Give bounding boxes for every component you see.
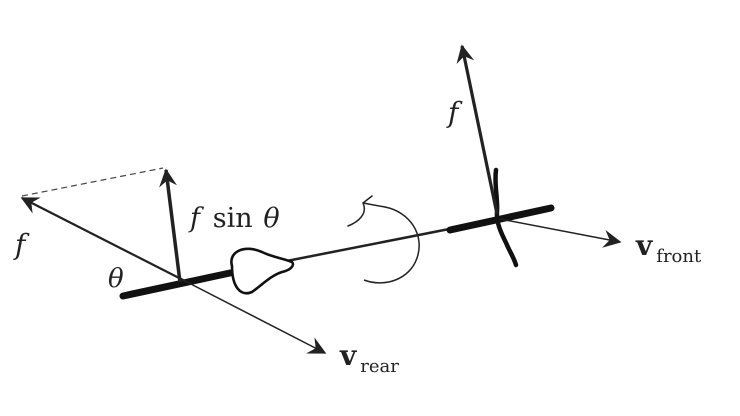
v-rear-symbol: v bbox=[339, 339, 357, 372]
rotation-arc-arrowhead bbox=[347, 195, 386, 227]
f-sin-theta-arrow bbox=[159, 168, 182, 283]
front-fork bbox=[493, 167, 519, 268]
front-force-arrow bbox=[456, 44, 499, 215]
f-sin-theta-sin: sin bbox=[213, 203, 253, 234]
front-force-label: f bbox=[446, 96, 463, 129]
rider-shape bbox=[230, 247, 295, 295]
f-sin-theta-theta: θ bbox=[263, 203, 279, 234]
f-sin-theta-f: f bbox=[188, 203, 204, 234]
angle-theta-label: θ bbox=[108, 264, 124, 294]
rear-force-arrow bbox=[20, 197, 186, 282]
v-front-symbol: v bbox=[635, 229, 653, 262]
rear-wheel bbox=[119, 269, 234, 300]
v-front-arrow bbox=[499, 218, 622, 248]
projection-dashed-line bbox=[21, 167, 164, 197]
v-rear-label: v rear bbox=[339, 339, 399, 377]
v-rear-subscript: rear bbox=[360, 356, 399, 377]
v-rear-arrow bbox=[184, 280, 327, 354]
v-front-subscript: front bbox=[656, 246, 702, 267]
rear-force-label: f bbox=[13, 228, 30, 261]
v-front-label: v front bbox=[635, 229, 702, 267]
f-sin-theta-label: f sin θ bbox=[188, 203, 280, 234]
rotation-arc bbox=[363, 206, 420, 284]
